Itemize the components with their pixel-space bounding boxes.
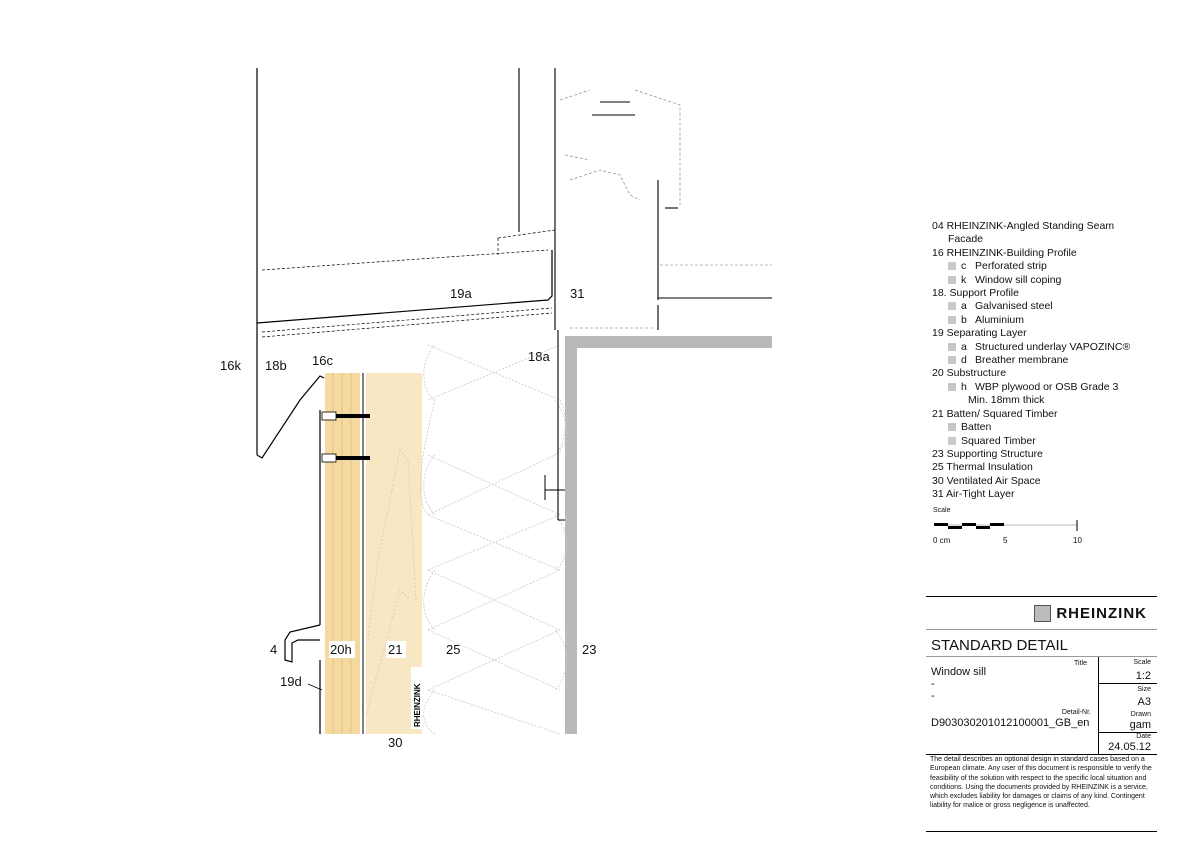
drawn-value: gam (1129, 719, 1151, 731)
scale-value: 1:2 (1135, 670, 1151, 682)
scale-label: Scale (933, 507, 951, 514)
legend-item: 31 Air-Tight Layer (932, 488, 1015, 501)
label-4: 4 (270, 642, 277, 657)
legend-subitem: Batten (932, 421, 1132, 434)
legend-item-cont: Facade (948, 233, 984, 246)
label-31: 31 (570, 286, 584, 301)
drawn-label: Drawn (1130, 711, 1151, 718)
title-line-3: - (931, 690, 935, 702)
separating-layer-19a (261, 229, 556, 338)
drawing-title: Window sill (931, 666, 987, 678)
legend-subitem: Squared Timber (932, 435, 1132, 448)
thermal-insulation-25 (420, 344, 567, 735)
label-18a: 18a (528, 349, 550, 364)
legend-item: 20 Substructure (932, 367, 1007, 380)
screw-fixings (321, 411, 370, 463)
window-frame-hidden-lines (559, 89, 772, 329)
window-sill-coping-16k (256, 68, 553, 459)
label-16c: 16c (312, 353, 333, 368)
date-value: 24.05.12 (1108, 741, 1151, 753)
component-labels: 16k 18b 16c 19a 31 18a 4 20h 21 25 23 19… (220, 286, 596, 750)
scale-tick: 0 cm (933, 536, 951, 545)
logo-mark-icon (1034, 605, 1052, 622)
window-frame (518, 68, 772, 520)
rheinzink-logo: RHEINZINK (1034, 605, 1147, 622)
support-profile-18a (544, 475, 565, 521)
legend-item: 18. Support Profile (932, 287, 1019, 300)
legend-subitem-cont: Min. 18mm thick (968, 394, 1045, 407)
legend-item: 16 RHEINZINK-Building Profile (932, 246, 1077, 259)
label-23: 23 (582, 642, 596, 657)
legend-item: 30 Ventilated Air Space (932, 474, 1041, 487)
title-line-2: - (931, 678, 935, 690)
label-16k: 16k (220, 358, 241, 373)
title-label: Title (1074, 660, 1087, 667)
legend-item: 21 Batten/ Squared Timber (932, 407, 1058, 420)
legend-item: 04 RHEINZINK-Angled Standing Seam (932, 220, 1115, 232)
scale-tick: 10 (1073, 536, 1082, 545)
label-19d: 19d (280, 674, 302, 689)
scale-bar-graphic (934, 520, 1078, 531)
supporting-structure-23 (565, 336, 577, 734)
legend-item: 23 Supporting Structure (932, 447, 1043, 460)
disclaimer: The detail describes an optional design … (930, 756, 1152, 810)
detail-number: D903030201012100001_GB_en (931, 717, 1090, 729)
label-25: 25 (446, 642, 460, 657)
legend: 04 RHEINZINK-Angled Standing Seam Facade… (932, 220, 1132, 502)
legend-item: 19 Separating Layer (932, 327, 1027, 340)
plywood-substructure-20h (325, 373, 360, 734)
standing-seam-facade-04 (284, 410, 321, 734)
label-21: 21 (388, 642, 402, 657)
detail-number-label: Detail-Nr. (1061, 709, 1091, 716)
supporting-structure-top (565, 336, 772, 348)
date-label: Date (1136, 733, 1151, 740)
label-20h: 20h (330, 642, 352, 657)
label-30: 30 (388, 735, 402, 750)
label-19a: 19a (450, 286, 472, 301)
rheinzink-watermark: RHEINZINK (413, 683, 422, 727)
title-block: RHEINZINK STANDARD DETAIL Title Window s… (926, 596, 1157, 832)
size-label: Size (1137, 686, 1151, 693)
label-18b: 18b (265, 358, 287, 373)
scale-bar: Scale 0 cm 5 10 (933, 507, 1083, 545)
scale-tick: 5 (1003, 536, 1008, 545)
size-value: A3 (1137, 696, 1151, 708)
legend-item: 25 Thermal Insulation (932, 461, 1033, 474)
scale-label: Scale (1133, 659, 1151, 666)
title-block-heading: STANDARD DETAIL (931, 637, 1068, 654)
